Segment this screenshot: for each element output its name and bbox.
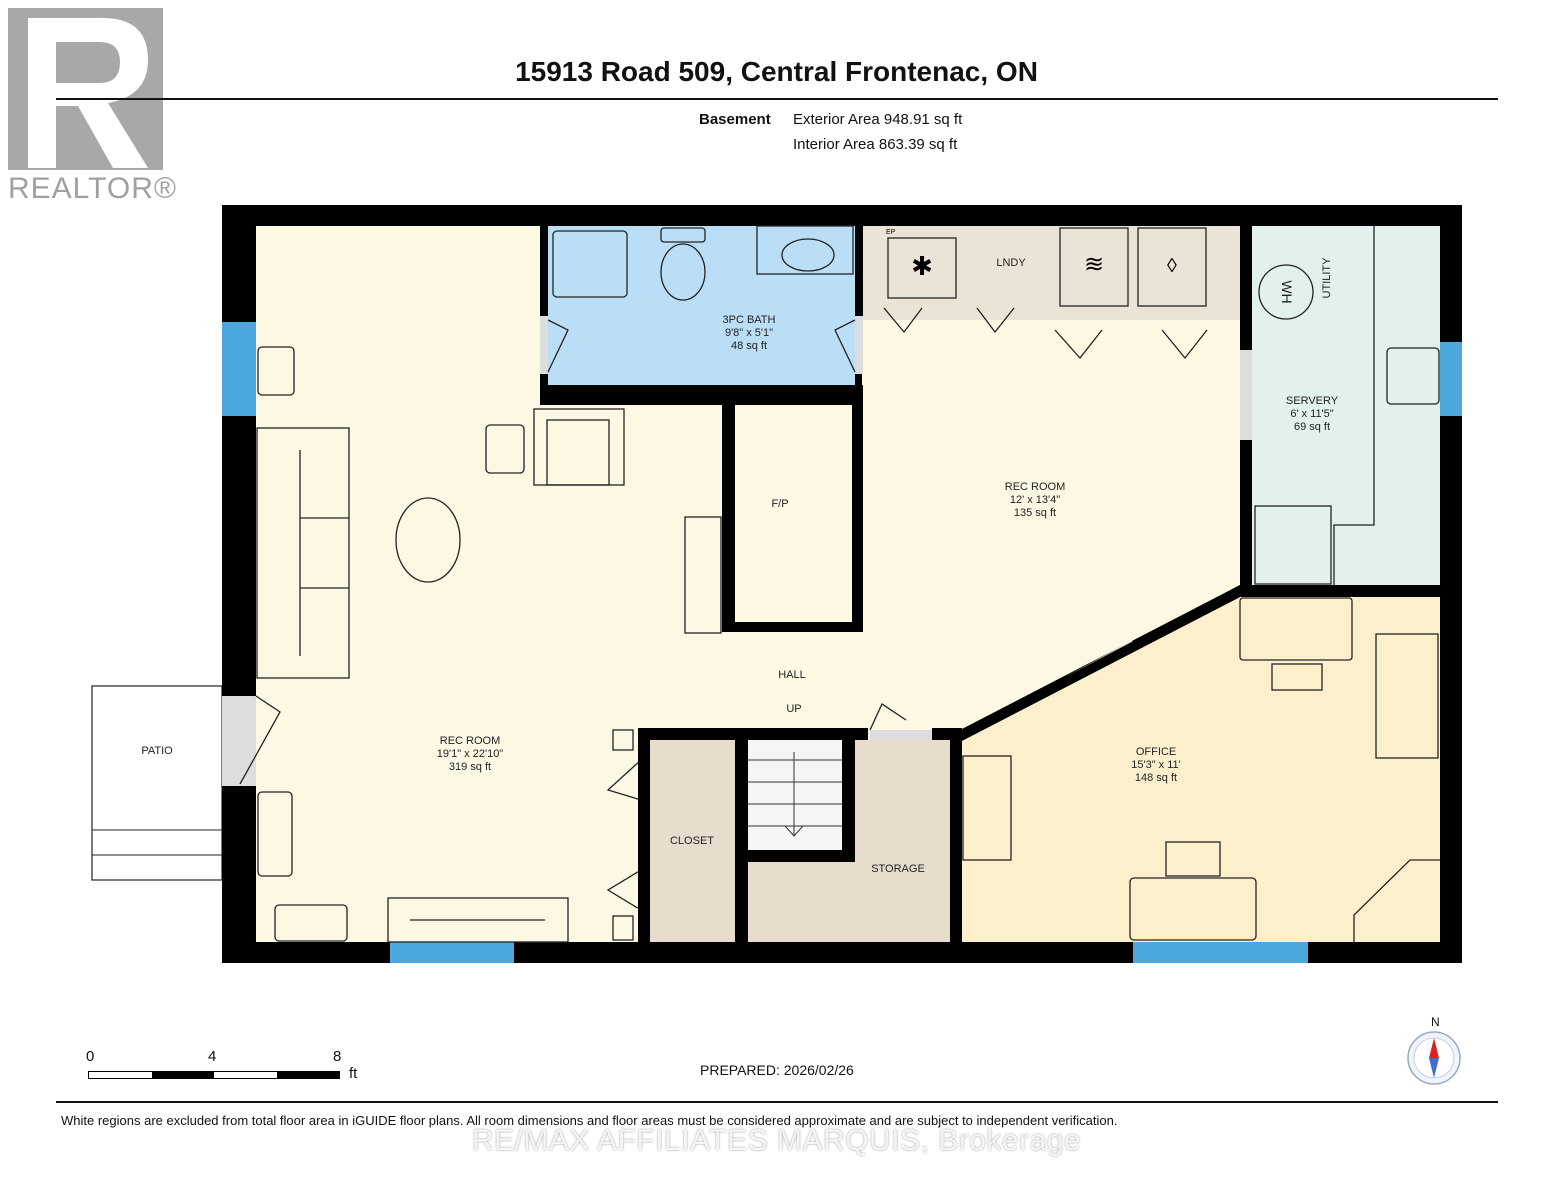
bath-door-west[interactable] <box>540 316 548 374</box>
interior-area: Interior Area 863.39 sq ft <box>793 136 958 153</box>
stairs-up-label: UP <box>786 703 801 715</box>
room-area-bath: 48 sq ft <box>731 340 767 352</box>
room-label-rec1: REC ROOM <box>440 735 501 747</box>
water-heater-label: WH <box>1279 280 1295 303</box>
room-label-utility: UTILITY <box>1321 257 1333 299</box>
realtor-r-icon <box>28 18 148 168</box>
laundry-room <box>863 226 1240 320</box>
rec-room <box>256 740 641 942</box>
room-label-bath: 3PC BATH <box>723 314 776 326</box>
room-label-patio: PATIO <box>141 745 173 757</box>
room-dims-bath: 9'8" x 5'1" <box>725 327 773 339</box>
room-area-rec1: 319 sq ft <box>449 761 491 773</box>
bath-door-east[interactable] <box>855 316 863 374</box>
scale-label-0: 0 <box>86 1048 95 1065</box>
interior-wall <box>540 385 863 405</box>
room-area-rec2: 135 sq ft <box>1014 507 1056 519</box>
closet-room <box>650 740 735 942</box>
prepared-date: PREPARED: 2026/02/26 <box>700 1062 854 1078</box>
realtor-logo <box>8 8 163 170</box>
realtor-wordmark: REALTOR® <box>8 172 178 205</box>
fireplace-area <box>735 398 852 622</box>
window <box>1133 942 1308 963</box>
room-label-rec2: REC ROOM <box>1005 481 1066 493</box>
storage-room <box>748 740 950 942</box>
page-title: 15913 Road 509, Central Frontenac, ON <box>515 56 1038 87</box>
window <box>222 322 256 416</box>
scale-label-8: 8 <box>333 1048 342 1065</box>
divider <box>56 98 1498 100</box>
room-label-office: OFFICE <box>1136 746 1176 758</box>
patio-door[interactable] <box>222 696 256 786</box>
office-room <box>962 597 1440 942</box>
divider <box>56 1101 1498 1103</box>
room-label-fp: F/P <box>771 498 788 510</box>
scale-label-4: 4 <box>208 1048 217 1065</box>
compass-icon <box>1407 1031 1461 1085</box>
window <box>1440 342 1462 416</box>
room-dims-rec1: 19'1" x 22'10" <box>437 748 504 760</box>
ep-label: EP <box>886 229 896 236</box>
patio <box>91 685 223 881</box>
room-area-servery: 69 sq ft <box>1294 421 1330 433</box>
stairs <box>748 740 842 850</box>
stair-treads <box>748 752 842 837</box>
room-label-hall: HALL <box>778 669 806 681</box>
scale-bar <box>88 1071 340 1079</box>
washer-drop-icon: ◊ <box>1167 255 1177 277</box>
room-dims-servery: 6' x 11'5" <box>1290 408 1333 420</box>
room-area-office: 148 sq ft <box>1135 772 1177 784</box>
brokerage-watermark: RE/MAX AFFILIATES MARQUIS, Brokerage <box>471 1124 1082 1157</box>
disclaimer: White regions are excluded from total fl… <box>61 1113 1118 1128</box>
exterior-area: Exterior Area 948.91 sq ft <box>793 111 963 128</box>
scale-unit: ft <box>349 1065 358 1082</box>
compass-label: N <box>1431 1015 1440 1029</box>
floor-label: Basement <box>699 111 771 128</box>
rec-room-hall <box>256 226 1240 740</box>
furniture <box>239 225 1440 943</box>
room-label-closet: CLOSET <box>670 835 714 847</box>
dryer-waves-icon: ≋ <box>1084 251 1104 278</box>
room-dims-rec2: 12' x 13'4" <box>1010 494 1060 506</box>
room-label-storage: STORAGE <box>871 863 925 875</box>
room-dims-office: 15'3" x 11' <box>1131 759 1181 771</box>
window <box>390 942 514 963</box>
storage-door[interactable] <box>870 730 932 740</box>
bath-room <box>548 226 855 385</box>
servery-doorway[interactable] <box>1240 350 1252 440</box>
room-label-lndy: LNDY <box>996 257 1026 269</box>
floor-plan: PATIO <box>91 205 1462 963</box>
room-label-servery: SERVERY <box>1286 395 1339 407</box>
freezer-snowflake-icon: ✱ <box>911 251 933 281</box>
